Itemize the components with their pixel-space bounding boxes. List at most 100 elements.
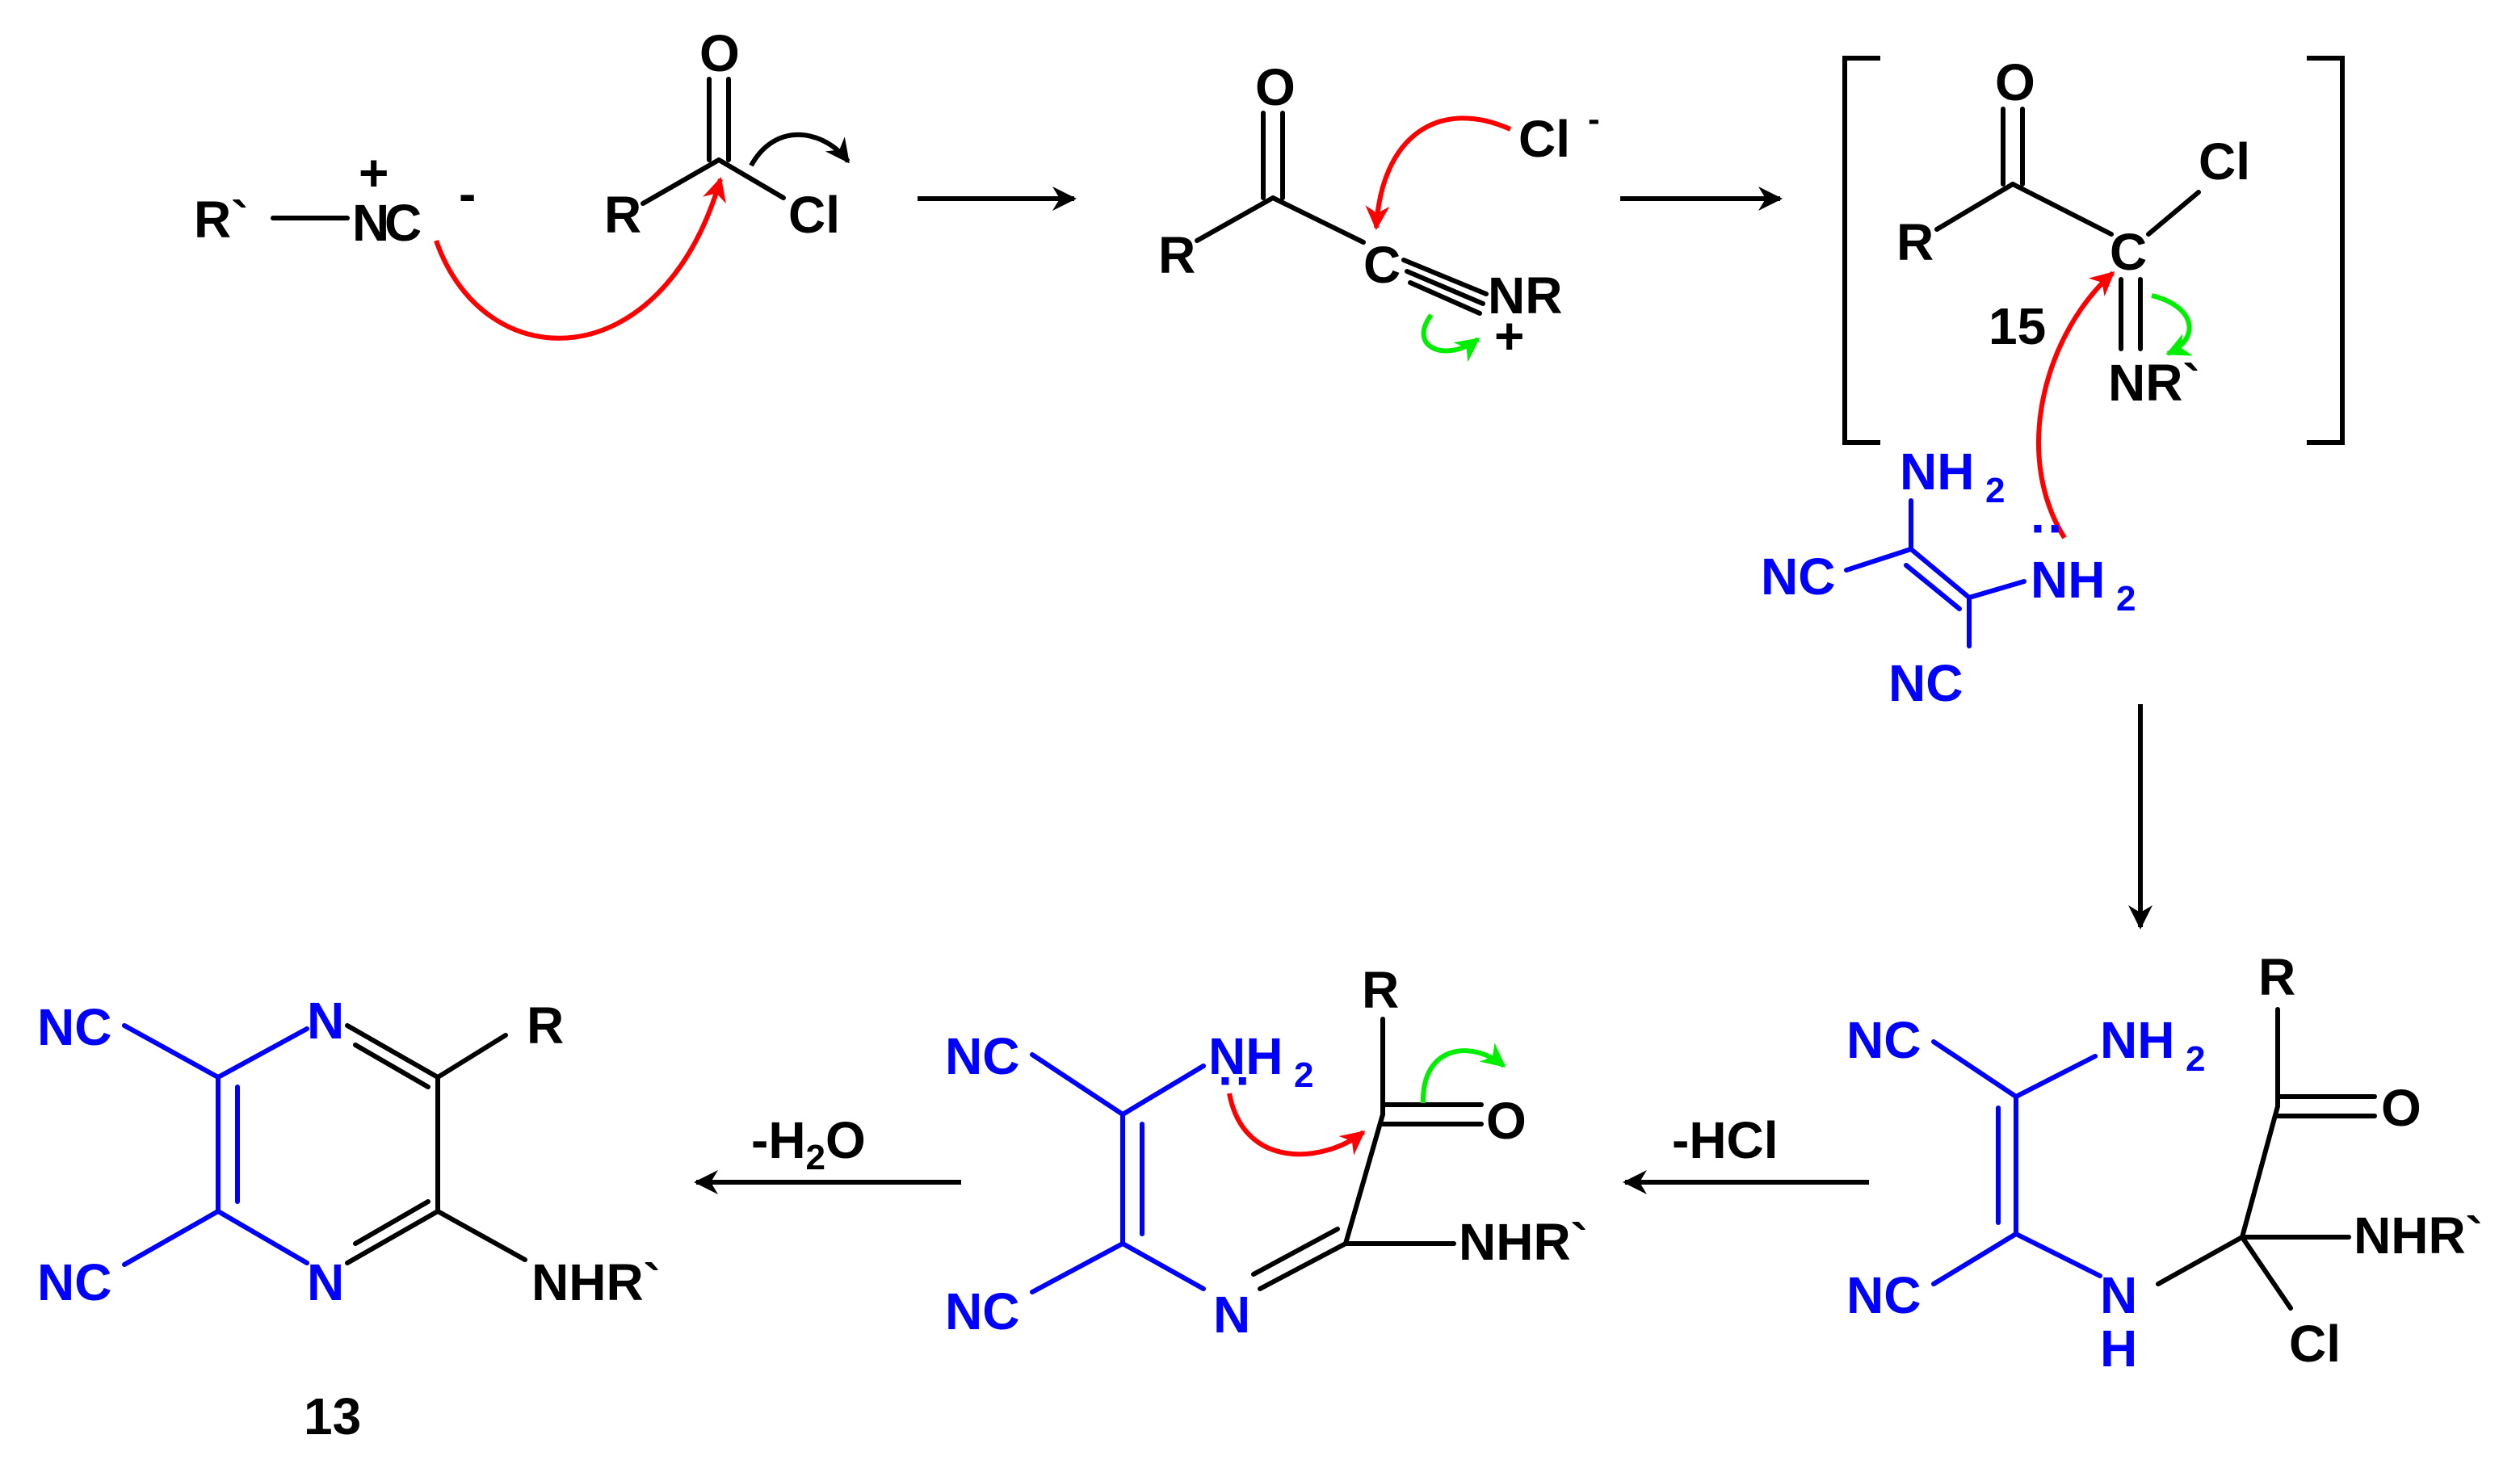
precursor-top-nc-label: NC <box>945 1027 1019 1085</box>
precursor-cn-bond-2 <box>1251 1227 1340 1277</box>
product-ring-bond-4b <box>353 1199 430 1246</box>
imidoyl-nr-prime-label: NR` <box>2108 354 2200 412</box>
acyl-r-label: R <box>604 186 641 244</box>
adduct-bottom-nc-bond <box>1931 1231 2018 1286</box>
product-bottom-nc-bond <box>122 1209 220 1267</box>
dam-alkene-bond-2 <box>1904 563 1962 611</box>
imidoyl-chloride-15: R O C Cl NR` 15 <box>1896 53 2250 412</box>
acyl-chloride: R Cl O <box>604 24 840 244</box>
dam-right-nh2-bond <box>1967 579 2026 600</box>
adduct-nh2-subscript: 2 <box>2186 1039 2205 1079</box>
nitrilium-triple-bond-3 <box>1408 280 1482 316</box>
precursor-o-label: O <box>1486 1092 1527 1150</box>
precursor-r-label: R <box>1362 961 1399 1019</box>
precursor-lone-pair: ·· <box>1218 1051 1253 1110</box>
chloride-label: Cl <box>1518 110 1570 168</box>
compound-13-label: 13 <box>304 1387 361 1445</box>
loss-water-label: -H2O <box>751 1111 866 1177</box>
nitrilium-ion: R O C NR + <box>1158 58 1562 365</box>
precursor-ring-n-label: N <box>1213 1286 1250 1344</box>
adduct-o-label: O <box>2381 1079 2421 1137</box>
chloride-ion: Cl - <box>1518 99 1600 168</box>
product-ring-bond-5 <box>216 1209 309 1265</box>
dam-top-subscript: 2 <box>1985 471 2005 510</box>
isocyanide-n-label: N <box>352 194 389 252</box>
dam-right-nh-label: NH <box>2031 551 2105 609</box>
adduct-nh2-bond <box>2014 1054 2098 1099</box>
product-top-nc-bond <box>122 1023 220 1080</box>
nitrilium-triple-bond-2 <box>1405 269 1485 306</box>
adduct-top-nc-label: NC <box>1846 1011 1921 1069</box>
isocyanide: R` N C + - <box>194 144 476 252</box>
compound-15-label: 15 <box>1989 297 2046 355</box>
nitrilium-c-bond <box>1270 195 1366 245</box>
precursor-bottom-nc-label: NC <box>945 1282 1019 1340</box>
product-r-label: R <box>527 996 564 1055</box>
adduct-nh-label: NH <box>2100 1011 2174 1069</box>
product-top-n-label: N <box>307 992 344 1050</box>
precursor-cn-bond-1 <box>1258 1241 1348 1291</box>
loss-hcl-label: -HCl <box>1672 1111 1779 1169</box>
nitrilium-r-label: R <box>1158 226 1195 284</box>
adduct-cl-bond <box>2240 1235 2293 1311</box>
adduct-n-c-bond <box>2156 1235 2245 1286</box>
isocyanide-plus-charge: + <box>359 144 388 202</box>
imidoyl-o-label: O <box>1995 53 2035 111</box>
precursor-nh2-bond <box>1120 1064 1206 1117</box>
dam-right-subscript: 2 <box>2116 579 2136 619</box>
attack-arrow-isocyanide <box>434 177 726 341</box>
precursor-ring-n-bond <box>1120 1241 1206 1291</box>
product-ring-bond-4 <box>345 1209 440 1265</box>
imidoyl-r-bond <box>1934 182 2015 232</box>
amine-attack-arrow <box>2036 271 2115 539</box>
nitrilium-plus-charge: + <box>1494 307 1524 365</box>
nitrilium-c-label: C <box>1363 236 1401 294</box>
product-top-nc-label: NC <box>37 998 111 1056</box>
imidoyl-cl-label: Cl <box>2199 132 2250 191</box>
precursor-c-carbonyl-bond <box>1343 1112 1385 1246</box>
product-ring-bond-1 <box>216 1026 309 1080</box>
chloride-minus-charge: - <box>1588 99 1600 139</box>
product-bottom-n-label: N <box>307 1253 344 1311</box>
isocyanide-c-label: C <box>384 194 422 252</box>
acyl-cl-bond <box>716 157 786 200</box>
adduct-cl-label: Cl <box>2289 1315 2341 1373</box>
isocyanide-minus-charge: - <box>459 165 476 223</box>
imidoyl-electron-arrow <box>2151 293 2193 356</box>
adduct-r-label: R <box>2258 948 2295 1006</box>
dam-bottom-nc-label: NC <box>1888 654 1963 712</box>
product-nhr-bond <box>435 1209 527 1262</box>
diaminomaleonitrile: NH 2 NC NH 2 ·· NC <box>1761 443 2136 712</box>
pyrazine-product-13: NC N R NHR` N NC 13 <box>37 992 661 1445</box>
cyclization-attack-arrow <box>1227 1093 1366 1157</box>
precursor-bottom-nc-bond <box>1030 1241 1125 1294</box>
adduct-top-nc-bond <box>1931 1039 2018 1099</box>
left-bracket <box>1842 56 1880 445</box>
acyl-cl-label: Cl <box>788 186 840 244</box>
product-nhr-label: NHR` <box>531 1253 661 1311</box>
adduct-c-carbonyl-bond <box>2240 1104 2280 1240</box>
cl-leaving-arrow <box>749 132 850 167</box>
nitrilium-electron-arrow <box>1421 313 1480 363</box>
nitrilium-r-bond <box>1195 195 1275 243</box>
chloro-adduct: NC NH 2 NC N H R O NHR` Cl <box>1846 948 2483 1378</box>
acyl-r-bond <box>640 157 721 206</box>
cyclization-intermediate: NC NH 2 ·· NC N NHR` R O <box>945 961 1588 1344</box>
nitrilium-nr-label: NR <box>1488 266 1562 325</box>
isocyanide-r-prime-label: R` <box>194 191 249 249</box>
precursor-nh-label: NH <box>1208 1027 1283 1085</box>
precursor-nh2-subscript: 2 <box>1294 1055 1313 1095</box>
precursor-top-nc-bond <box>1030 1052 1125 1117</box>
acyl-o-label: O <box>699 24 740 82</box>
dam-left-nc-bond <box>1844 547 1913 573</box>
adduct-bridge-n-label: N <box>2100 1266 2137 1324</box>
imidoyl-r-label: R <box>1896 213 1934 271</box>
dam-alkene-bond-1 <box>1909 547 1972 600</box>
adduct-bottom-nc-label: NC <box>1846 1266 1921 1324</box>
adduct-nh-bond <box>2014 1231 2102 1278</box>
carbonyl-electron-arrow <box>1420 1043 1506 1104</box>
adduct-nhr-label: NHR` <box>2354 1206 2483 1265</box>
imidoyl-cl-bond <box>2146 190 2201 237</box>
product-r-bond <box>435 1033 508 1080</box>
